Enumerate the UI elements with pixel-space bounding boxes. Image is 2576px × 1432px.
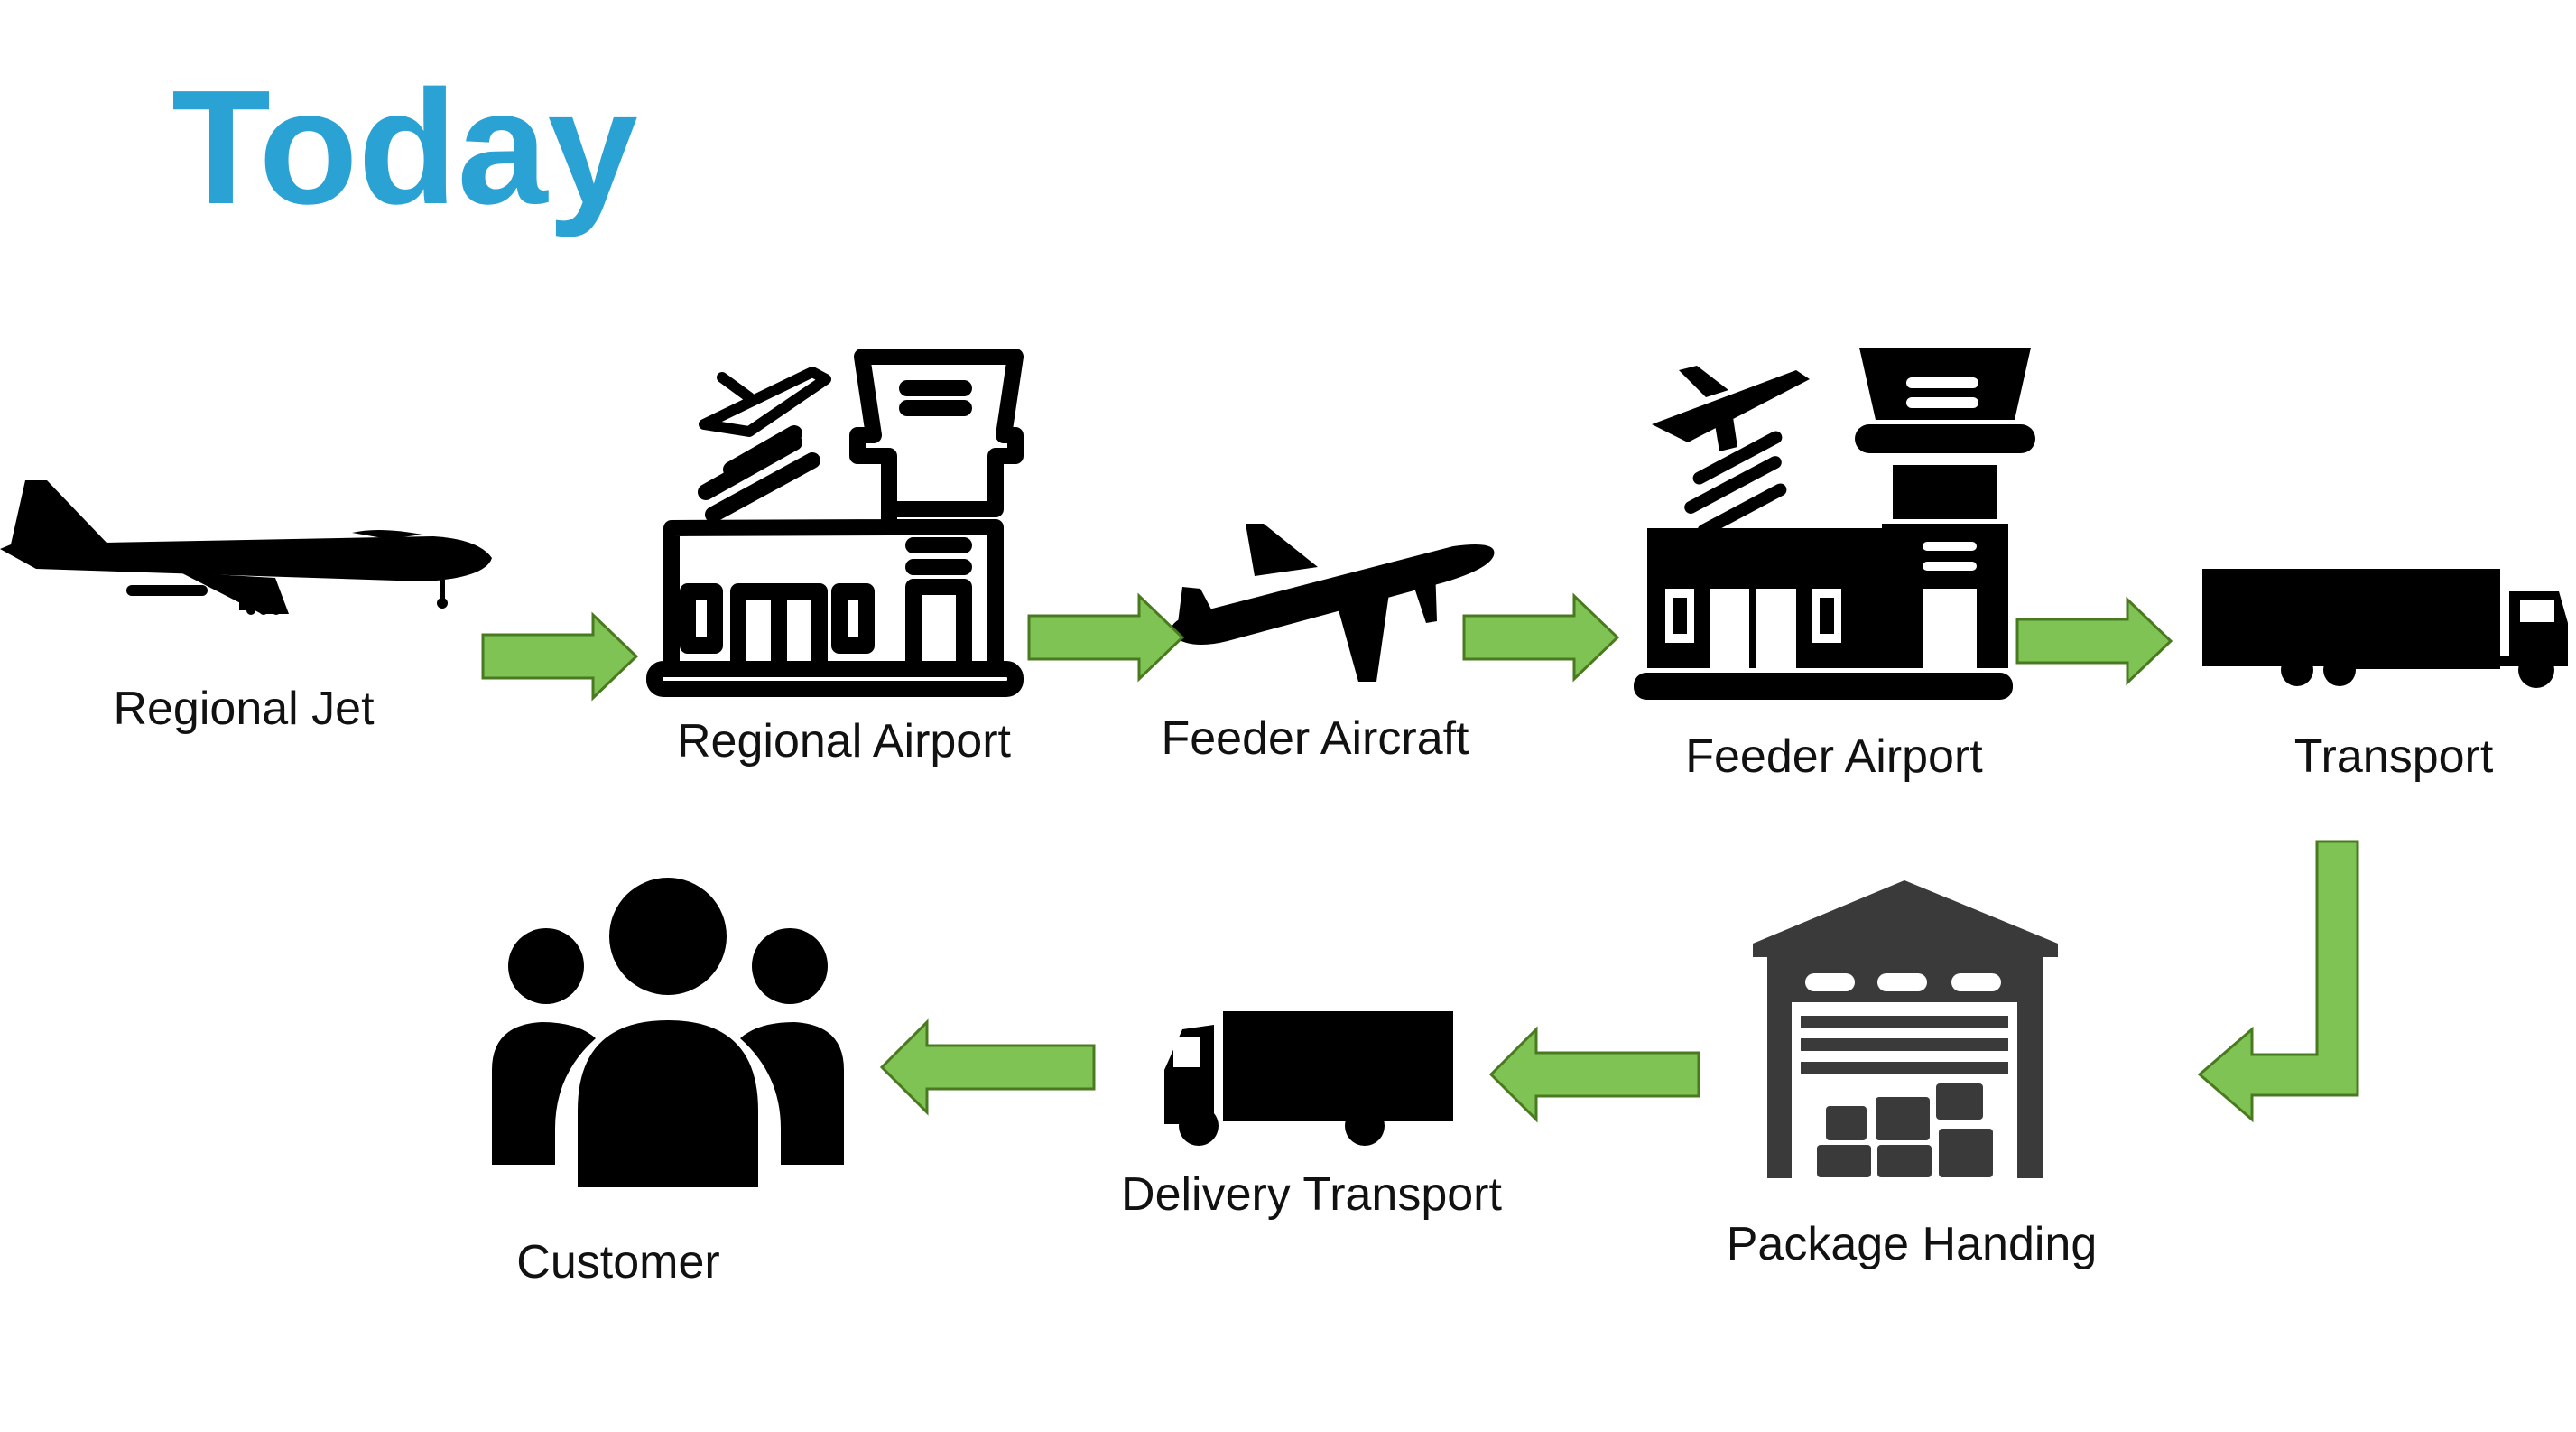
label-regional-jet: Regional Jet: [113, 683, 375, 735]
label-delivery-transport: Delivery Transport: [1121, 1168, 1502, 1221]
diagram-title: Today: [171, 57, 638, 238]
flow-arrows: [481, 592, 2359, 1123]
arrow-package-handing-to-delivery-transport: [1488, 1026, 1700, 1123]
label-feeder-airport: Feeder Airport: [1685, 730, 1983, 783]
arrow-jet-to-regional-airport: [481, 611, 639, 702]
label-regional-airport: Regional Airport: [677, 715, 1012, 767]
arrow-transport-to-package-handing: [2197, 840, 2359, 1123]
label-transport: Transport: [2294, 730, 2494, 783]
arrow-feeder-airport-to-transport: [2015, 596, 2173, 686]
arrow-feeder-aircraft-to-feeder-airport: [1462, 592, 1620, 683]
people-icon: [492, 878, 844, 1187]
arrow-delivery-transport-to-customer: [879, 1018, 1096, 1116]
label-customer: Customer: [516, 1236, 719, 1288]
truck-window: [2520, 600, 2554, 622]
semi-truck-icon: [2202, 569, 2568, 688]
airport-outline-icon: [646, 349, 1024, 697]
label-package-handing: Package Handing: [1727, 1218, 2098, 1270]
delivery-truck-window: [1173, 1037, 1200, 1067]
airplane-icon: [1171, 524, 1495, 682]
jumbo-jet-icon: [0, 480, 492, 615]
arrow-regional-airport-to-feeder-aircraft: [1027, 592, 1185, 683]
label-feeder-aircraft: Feeder Aircraft: [1161, 712, 1469, 765]
delivery-truck-icon: [1164, 1011, 1453, 1146]
